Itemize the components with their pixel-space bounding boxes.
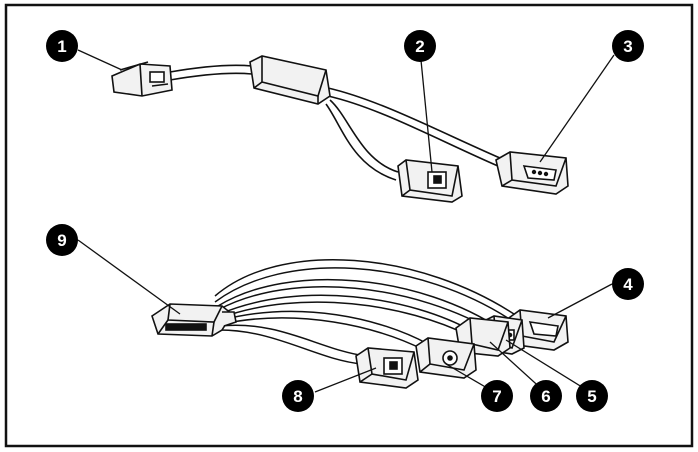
bottom-cable-assembly [214,259,521,365]
callout-5: 5 [576,380,608,412]
callout-9: 9 [46,224,78,256]
callout-2: 2 [404,30,436,62]
connector-3 [495,151,569,195]
callout-8-label: 8 [293,387,302,406]
callout-6-label: 6 [541,387,550,406]
connector-9 [151,303,237,337]
leader-lines [77,49,615,393]
connector-1 [111,61,173,97]
callout-6: 6 [530,380,562,412]
diagram-border [4,3,694,448]
splitter-block [249,55,331,105]
callout-3: 3 [612,30,644,62]
callout-4: 4 [612,268,644,300]
callout-4-label: 4 [623,275,633,294]
callout-8: 8 [282,380,314,412]
callout-1: 1 [46,30,78,62]
top-cable-assembly [169,64,501,181]
connector-2 [397,159,463,203]
callout-7-label: 7 [492,387,501,406]
callout-7: 7 [481,380,513,412]
connector-7 [415,337,477,379]
callout-3-label: 3 [623,37,632,56]
callout-9-label: 9 [57,231,66,250]
callout-1-label: 1 [57,37,66,56]
callout-5-label: 5 [587,387,596,406]
connector-8 [355,347,419,389]
callout-2-label: 2 [415,37,424,56]
